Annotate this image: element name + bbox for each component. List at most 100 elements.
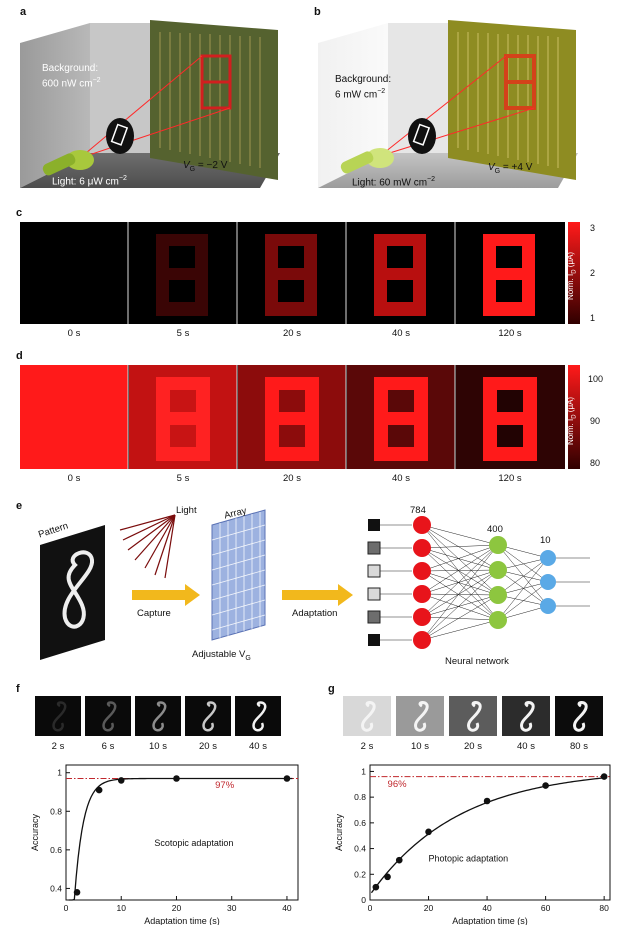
panel-d-heatmaps	[20, 365, 565, 469]
data-point	[483, 797, 491, 805]
panel-letter-g: g	[328, 683, 335, 695]
y-tick-label: 0.4	[354, 844, 366, 854]
adaptation-label: Adaptation	[292, 608, 338, 619]
panel-c-frame-120s	[483, 234, 535, 316]
panel-d-tick-90: 90	[590, 416, 601, 426]
output-neuron	[540, 598, 556, 614]
panel-d-time-3: 40 s	[392, 473, 410, 484]
input-neuron	[413, 585, 431, 603]
panel-g-time-1: 10 s	[411, 741, 429, 752]
x-tick-label: 20	[424, 903, 434, 913]
panel-a-illustration	[20, 20, 280, 188]
x-tick-label: 40	[282, 903, 292, 913]
input-pixel	[367, 541, 381, 555]
panel-letter-c: c	[16, 207, 23, 219]
input-pixel	[368, 634, 380, 646]
panel-b-background-exp: −2	[377, 88, 386, 95]
panel-c-time-1: 5 s	[176, 328, 190, 339]
light-rays	[119, 514, 176, 579]
thumbnail-f-1	[85, 696, 131, 736]
annotation-text: Photopic adaptation	[429, 853, 509, 863]
panel-d-heatmap-svg	[20, 365, 565, 469]
input-neuron	[413, 608, 431, 626]
thumbnail-g-3	[502, 696, 550, 736]
y-tick-label: 0.8	[50, 806, 62, 816]
layer-400-label: 400	[487, 524, 503, 535]
panel-c-scale-label: Norm. ID (μA)	[566, 240, 578, 300]
panel-d-colorbar	[568, 365, 580, 469]
panel-a-background-label: Background:	[42, 63, 99, 74]
annotation-text: Scotopic adaptation	[154, 838, 233, 848]
input-pixel	[368, 519, 380, 531]
panel-a-background-text: Background: 600 nW cm−2	[42, 63, 101, 90]
panel-c-colorbar	[568, 222, 580, 324]
panel-d-time-4: 120 s	[498, 473, 522, 484]
panel-c-scale-sub: D	[571, 269, 578, 274]
panel-d-time-2: 20 s	[283, 473, 301, 484]
panel-g-thumbnails	[343, 696, 603, 736]
panel-b-background-text: Background: 6 mW cm−2	[335, 74, 391, 101]
panel-c-tick-1: 1	[590, 313, 596, 323]
thumbnail-g-2	[449, 696, 497, 736]
panel-c-tick-3: 3	[590, 223, 596, 233]
input-pixel	[367, 564, 381, 578]
panel-d-scale-sub: D	[571, 414, 578, 419]
data-point	[117, 777, 125, 784]
output-neuron	[540, 574, 556, 590]
panel-letter-a: a	[20, 6, 27, 18]
y-tick-label: 0.4	[50, 883, 62, 893]
data-point	[73, 888, 81, 896]
panel-c-time-2: 20 s	[283, 328, 301, 339]
panel-b-light-exp: −2	[427, 176, 436, 183]
input-pixel	[367, 610, 381, 624]
panel-f-time-4: 40 s	[249, 741, 267, 752]
adjustable-vg-sub: G	[245, 654, 251, 662]
neural-network-label: Neural network	[445, 656, 509, 667]
digit-eight-glyph	[62, 550, 94, 629]
thumbnail-f-3	[185, 696, 231, 736]
input-neuron	[413, 539, 431, 557]
panel-d-tick-100: 100	[588, 374, 604, 384]
panel-d-frame-40s	[374, 377, 428, 461]
panel-d-time-0: 0 s	[67, 473, 81, 484]
input-pixel	[367, 587, 381, 601]
fit-curve	[370, 776, 608, 894]
adjustable-vg-label: Adjustable VG	[192, 649, 251, 662]
panel-g-time-0: 2 s	[360, 741, 374, 752]
panel-letter-e: e	[16, 500, 23, 512]
x-axis-label: Adaptation time (s)	[144, 916, 220, 925]
x-axis-label: Adaptation time (s)	[452, 916, 528, 925]
y-tick-label: 0	[361, 895, 366, 905]
thumbnail-f-2	[135, 696, 181, 736]
y-tick-label: 0.6	[50, 845, 62, 855]
panel-b-light-value: Light: 60 mW cm	[352, 177, 428, 189]
y-axis-label: Accuracy	[334, 813, 344, 851]
panel-d-frame-20s	[265, 377, 319, 461]
panel-f-time-2: 10 s	[149, 741, 167, 752]
x-tick-label: 20	[172, 903, 182, 913]
data-point	[600, 773, 608, 780]
x-tick-label: 80	[599, 903, 609, 913]
data-point	[425, 828, 432, 836]
x-tick-label: 60	[541, 903, 551, 913]
data-point	[173, 775, 180, 782]
panel-c-tick-2: 2	[590, 268, 596, 278]
plot-frame	[65, 764, 299, 901]
panel-g-time-4: 80 s	[570, 741, 588, 752]
panel-g-time-2: 20 s	[464, 741, 482, 752]
hidden-neuron	[489, 536, 507, 554]
panel-letter-d: d	[16, 350, 23, 362]
panel-c-heatmaps	[20, 222, 565, 324]
layer-784-label: 784	[410, 505, 426, 516]
panel-d-frame-5s	[156, 377, 210, 461]
y-tick-label: 0.6	[354, 818, 366, 828]
panel-b-vg-symbol: V	[488, 162, 495, 173]
y-tick-label: 1	[361, 766, 366, 776]
thumbnail-f-0	[35, 696, 81, 736]
reference-label: 97%	[215, 780, 235, 791]
panel-d-frame-120s	[483, 377, 537, 461]
panel-letter-f: f	[16, 683, 20, 695]
thumbnail-g-1	[396, 696, 444, 736]
panel-a-light-text: Light: 6 μW cm−2	[52, 175, 127, 187]
input-neuron	[413, 516, 431, 534]
